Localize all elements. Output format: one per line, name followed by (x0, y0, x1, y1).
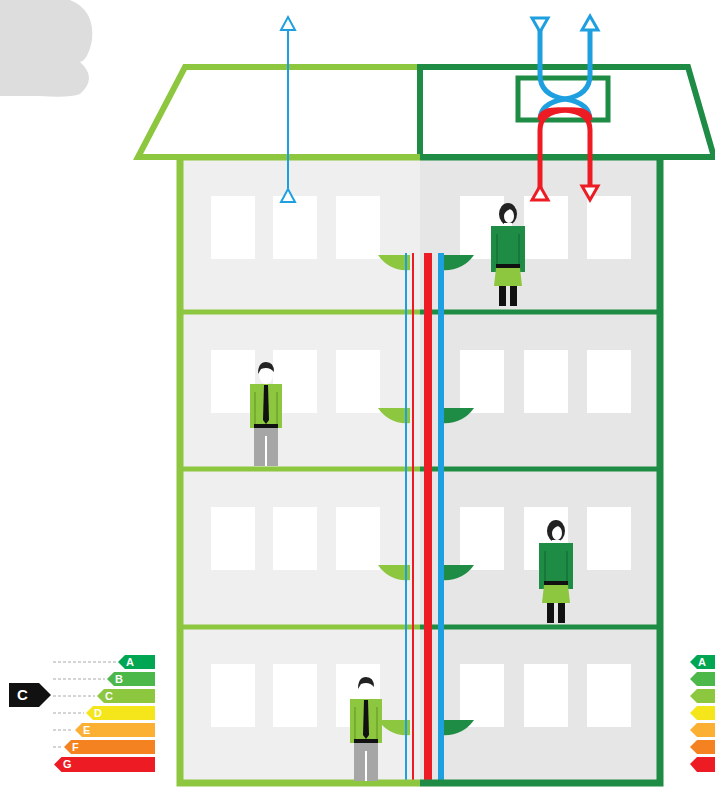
energy-class-bar: F (64, 740, 155, 754)
bar-fill (118, 655, 155, 669)
energy-class-bar: D (86, 706, 155, 720)
right-half (420, 157, 660, 783)
energy-class-letter: C (97, 689, 155, 703)
bar-shape (118, 655, 155, 669)
roof (138, 67, 714, 160)
bar-fill (690, 655, 715, 669)
energy-class-bar: B (107, 672, 155, 686)
bar-fill (54, 757, 155, 772)
energy-class-letter: A (118, 655, 155, 669)
bar-shape (9, 683, 51, 707)
windows (211, 196, 631, 727)
bar-fill (97, 689, 155, 703)
energy-class-bar: A (118, 655, 155, 669)
right-energy-scale (690, 672, 715, 772)
rating-letter: C (9, 683, 51, 707)
bar-fill (107, 672, 155, 686)
energy-class-bar: E (75, 723, 155, 737)
energy-class-bar: C (97, 689, 155, 703)
bar-shape (107, 672, 155, 686)
bar-fill (75, 723, 155, 737)
resident (491, 203, 525, 306)
energy-class-letter: F (64, 740, 155, 754)
energy-class-letter: G (54, 757, 155, 772)
heat-recovery-unit (518, 16, 608, 200)
pipes (406, 253, 441, 783)
walls (180, 157, 660, 783)
energy-class-bar: G (54, 757, 155, 772)
resident (250, 362, 282, 466)
energy-class-letter: D (86, 706, 155, 720)
bar-fill (9, 683, 51, 707)
resident (350, 677, 382, 781)
energy-class-letter: A (690, 655, 715, 669)
resident (539, 520, 573, 623)
rating-pointer: C (9, 683, 51, 707)
energy-class-letter: E (75, 723, 155, 737)
energy-class-bar: A (690, 655, 715, 669)
corner-mark (0, 0, 92, 97)
bar-fill (86, 706, 155, 720)
energy-class-letter: B (107, 672, 155, 686)
exhaust-duct (281, 17, 295, 202)
floor-lines (180, 312, 660, 627)
bar-fill (64, 740, 155, 754)
left-half (180, 157, 420, 783)
